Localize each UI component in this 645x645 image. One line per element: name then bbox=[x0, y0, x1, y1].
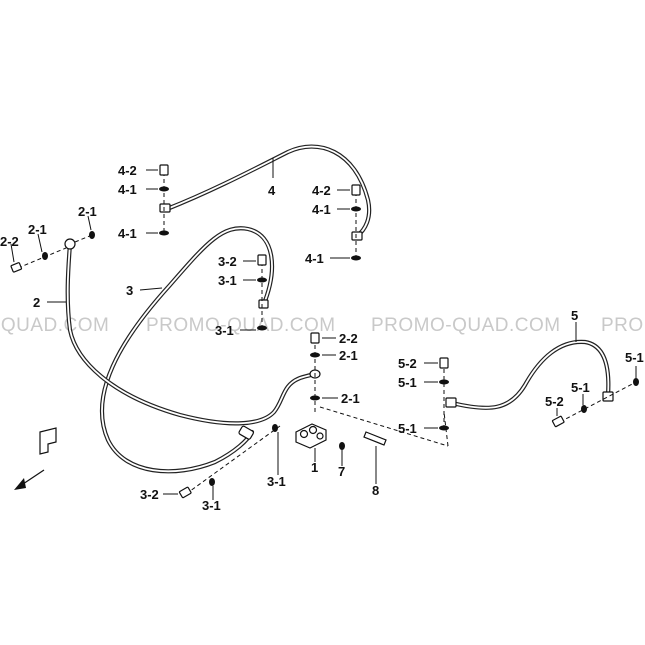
brake-hose-2 bbox=[65, 241, 318, 426]
bolt-8 bbox=[363, 431, 387, 446]
banjo-bolt-5-2-right bbox=[551, 415, 565, 428]
callout-labels: 4-2 4-1 4-1 4 4-2 4-1 4-1 3-2 3-1 3-1 3 … bbox=[0, 163, 644, 513]
washer-3-1-bottom bbox=[209, 478, 215, 486]
callout-5-1-right-middle: 5-1 bbox=[571, 380, 590, 395]
callout-7: 7 bbox=[338, 464, 345, 479]
callout-2-1-center-top: 2-1 bbox=[339, 348, 358, 363]
watermark-text-left: -QUAD.COM bbox=[0, 315, 109, 336]
brake-hose-3 bbox=[99, 226, 275, 474]
leader-lines bbox=[10, 158, 637, 500]
callout-5-1-left-bottom: 5-1 bbox=[398, 421, 417, 436]
callout-2-2-center: 2-2 bbox=[339, 331, 358, 346]
callout-1: 1 bbox=[311, 460, 318, 475]
banjo-bolt-2-2-left bbox=[10, 262, 23, 273]
callout-4-2-left: 4-2 bbox=[118, 163, 137, 178]
callout-8: 8 bbox=[372, 483, 379, 498]
washer-4-1-right-bottom bbox=[351, 255, 361, 261]
banjo-bolt-4-2-left bbox=[159, 164, 169, 176]
washer-2-1-center-bottom bbox=[310, 395, 320, 401]
callout-3-1-bottom: 3-1 bbox=[202, 498, 221, 513]
callout-3-1-middle: 3-1 bbox=[215, 323, 234, 338]
callout-3-2-bottom: 3-2 bbox=[140, 487, 159, 502]
banjo-bolt-5-2-left bbox=[439, 357, 449, 369]
callout-4-1-right-bottom: 4-1 bbox=[305, 251, 324, 266]
washer-7 bbox=[339, 442, 345, 450]
front-direction-arrow-icon bbox=[14, 427, 57, 490]
washer-5-1-left-top bbox=[439, 379, 449, 385]
hose-3-bottom-fitting bbox=[238, 425, 254, 440]
banjo-bolt-3-2-top bbox=[257, 254, 267, 266]
washer-5-1-right-b bbox=[633, 378, 639, 386]
watermark: -QUAD.COM PROMO-QUAD.COM PROMO-QUAD.COM … bbox=[0, 315, 644, 336]
hose-2-top-fitting bbox=[64, 238, 76, 250]
callout-2-2-left: 2-2 bbox=[0, 234, 19, 249]
washer-5-1-right-a bbox=[581, 405, 587, 413]
washer-3-1-lower bbox=[272, 424, 278, 432]
watermark-text-center: PROMO-QUAD.COM bbox=[146, 315, 336, 336]
washer-4-1-left-top bbox=[159, 186, 169, 192]
callout-2-1-center-bottom: 2-1 bbox=[341, 391, 360, 406]
hose-5-right-fitting bbox=[602, 391, 614, 402]
washer-3-1-top bbox=[257, 277, 267, 283]
washer-5-1-left-bottom bbox=[439, 425, 449, 431]
callout-5-2-left: 5-2 bbox=[398, 356, 417, 371]
washer-3-1-middle bbox=[257, 325, 267, 331]
washer-2-1-center-top bbox=[310, 352, 320, 358]
callout-5: 5 bbox=[571, 308, 578, 323]
washer-4-1-left-bottom bbox=[159, 230, 169, 236]
callout-4-2-right: 4-2 bbox=[312, 183, 331, 198]
callout-3-1-top: 3-1 bbox=[218, 273, 237, 288]
callout-5-1-right: 5-1 bbox=[625, 350, 644, 365]
hose-3-top-fitting bbox=[258, 299, 269, 309]
callout-3-1-lower: 3-1 bbox=[267, 474, 286, 489]
callout-2-1-top-left: 2-1 bbox=[28, 222, 47, 237]
watermark-text-edge: PRO bbox=[601, 315, 644, 336]
callout-5-2-right: 5-2 bbox=[545, 394, 564, 409]
hose-5-left-fitting bbox=[445, 397, 457, 408]
callout-2-1-top-right: 2-1 bbox=[78, 204, 97, 219]
callout-3: 3 bbox=[126, 283, 133, 298]
callout-5-1-left-top: 5-1 bbox=[398, 375, 417, 390]
callout-4-1-right-top: 4-1 bbox=[312, 202, 331, 217]
watermark-text-right: PROMO-QUAD.COM bbox=[371, 315, 561, 336]
fasteners bbox=[10, 164, 639, 499]
washer-2-1-left-a bbox=[42, 252, 48, 260]
callout-4-1-left-bottom: 4-1 bbox=[118, 226, 137, 241]
callout-2: 2 bbox=[33, 295, 40, 310]
banjo-bolt-4-2-right bbox=[351, 184, 361, 196]
brake-hose-5 bbox=[449, 339, 611, 410]
washer-4-1-right-top bbox=[351, 206, 361, 212]
callout-4: 4 bbox=[268, 183, 276, 198]
brake-distribution-block-1 bbox=[295, 423, 327, 449]
banjo-bolt-3-2-bottom bbox=[178, 486, 192, 499]
hose-4-left-fitting bbox=[159, 203, 171, 213]
washer-2-1-left-b bbox=[89, 231, 95, 239]
brake-hose-4 bbox=[164, 144, 372, 239]
callout-3-2-top: 3-2 bbox=[218, 254, 237, 269]
banjo-bolt-2-2-center bbox=[310, 332, 320, 344]
callout-4-1-left-top: 4-1 bbox=[118, 182, 137, 197]
assembly-lines bbox=[17, 172, 637, 495]
hose-4-right-fitting bbox=[351, 231, 363, 241]
